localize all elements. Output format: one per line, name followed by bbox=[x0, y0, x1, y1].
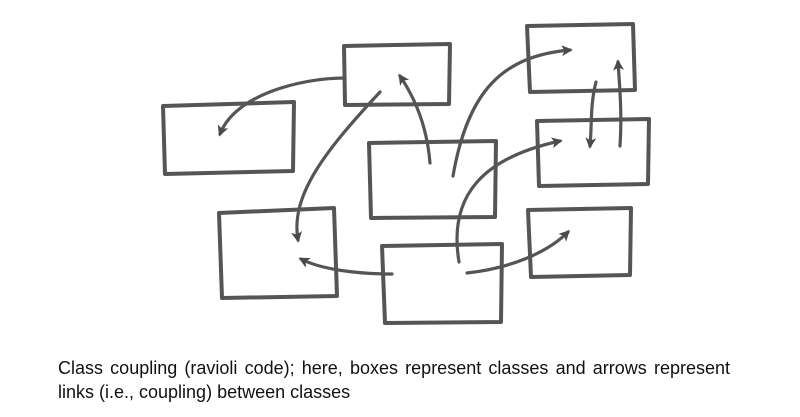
class-box bbox=[526, 206, 633, 279]
class-box bbox=[161, 100, 296, 176]
coupling-arrow bbox=[217, 76, 347, 137]
ravioli-coupling-diagram bbox=[161, 22, 651, 325]
coupling-arrow bbox=[451, 45, 573, 178]
coupling-arrow bbox=[585, 80, 598, 149]
coupling-arrow bbox=[613, 59, 625, 148]
class-box bbox=[217, 206, 339, 300]
class-box bbox=[367, 139, 498, 220]
class-box bbox=[342, 42, 452, 107]
coupling-arrow bbox=[465, 230, 570, 275]
class-box bbox=[525, 22, 637, 94]
coupling-arrow bbox=[298, 257, 394, 276]
class-box bbox=[535, 117, 651, 188]
coupling-arrow bbox=[398, 73, 432, 165]
coupling-arrow bbox=[455, 137, 563, 264]
coupling-arrow bbox=[291, 90, 382, 243]
figure-caption: Class coupling (ravioli code); here, box… bbox=[58, 358, 730, 402]
class-box bbox=[380, 242, 504, 325]
